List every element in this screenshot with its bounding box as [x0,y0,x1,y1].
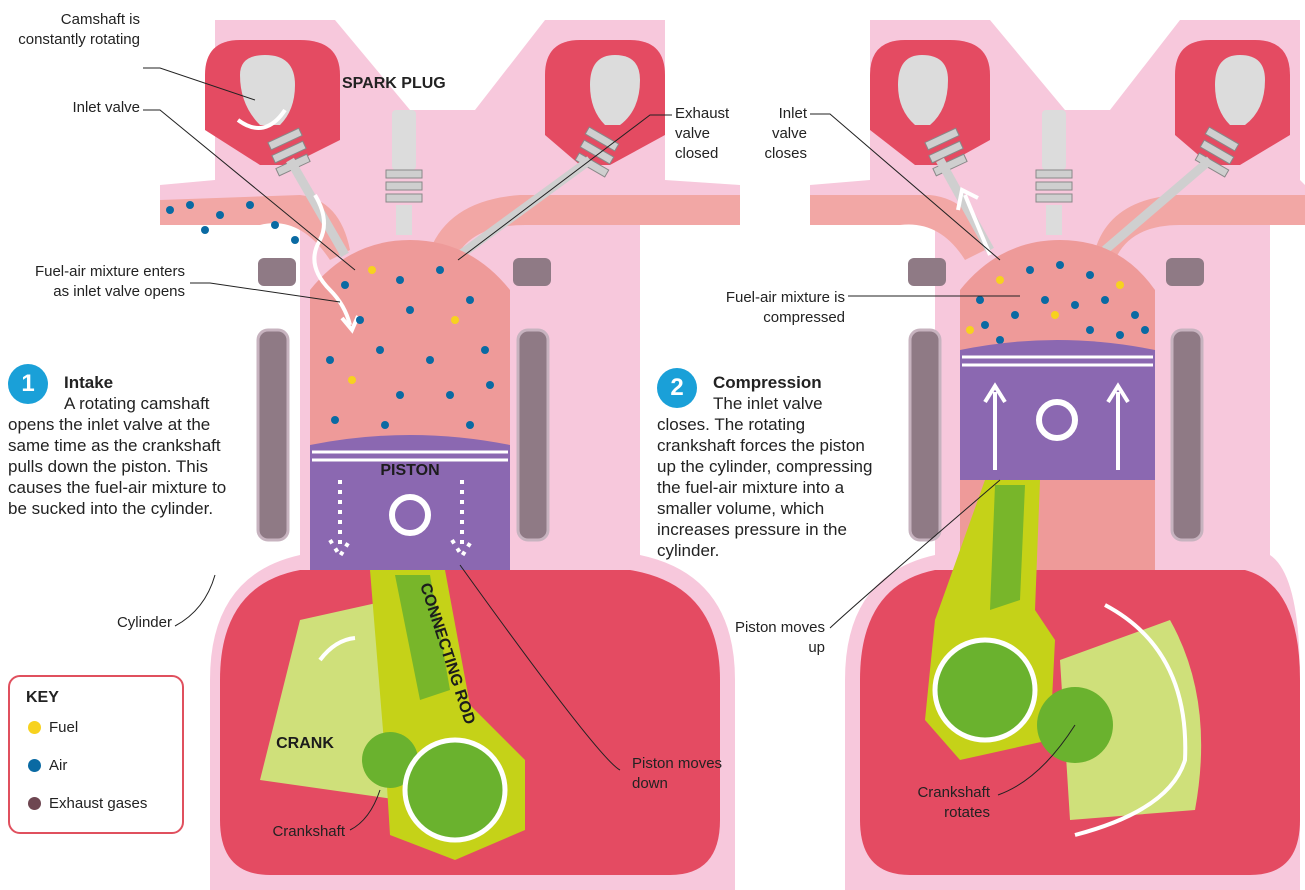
step-1-title: Intake [64,372,236,393]
crankpin [405,740,505,840]
legend-key: KEY Fuel Air Exhaust gases [8,675,184,834]
fuel-air-compressed-label: Fuel-air mixture is compressed [690,288,845,328]
piston-label: PISTON [380,462,439,479]
legend-label: Fuel [49,719,78,736]
cylinder-slot [258,330,288,540]
combustion-chamber [310,240,510,455]
camshaft-label: Camshaft is constantly rotating [10,10,140,50]
air-dot-icon [28,759,41,772]
cylinder-label: Cylinder [60,613,172,633]
fuel-dot-icon [28,721,41,734]
piston [310,435,510,570]
step-1-body: A rotating camshaft opens the inlet valv… [8,394,226,518]
crankshaft-rotates-label: Crankshaft rotates [885,783,990,823]
inlet-valve-label: Inlet valve [30,98,140,118]
legend-label: Air [49,757,67,774]
legend-item-exhaust: Exhaust gases [28,795,147,812]
step-1-text: Intake A rotating camshaft opens the inl… [8,372,236,519]
cylinder-slot [518,330,548,540]
connecting-rod-core [990,485,1025,610]
legend-item-air: Air [28,757,67,774]
crank-label: CRANK [276,735,334,752]
step-2-text: Compression The inlet valve closes. The … [657,372,879,561]
step-2-title: Compression [713,372,879,393]
legend-item-fuel: Fuel [28,719,78,736]
crankpin [935,640,1035,740]
legend-title: KEY [26,689,59,707]
step-2-body: The inlet valve closes. The rotating cra… [657,394,872,560]
cylinder-slot [910,330,940,540]
exhaust-dot-icon [28,797,41,810]
cooling-slot [1166,258,1204,286]
spark-plug-label: SPARK PLUG [342,74,446,94]
legend-label: Exhaust gases [49,795,147,812]
cooling-slot [513,258,551,286]
crankshaft-label: Crankshaft [200,822,345,842]
exhaust-closed-label: Exhaust valve closed [675,104,730,164]
inlet-closes-label: Inlet valve closes [755,104,807,164]
engine-compression [810,20,1305,890]
piston-down-label: Piston moves down [632,754,742,794]
piston [960,340,1155,480]
cooling-slot [258,258,296,286]
cylinder-slot [1172,330,1202,540]
fuel-air-enters-label: Fuel-air mixture enters as inlet valve o… [20,262,185,302]
piston-up-label: Piston moves up [730,618,825,658]
cooling-slot [908,258,946,286]
